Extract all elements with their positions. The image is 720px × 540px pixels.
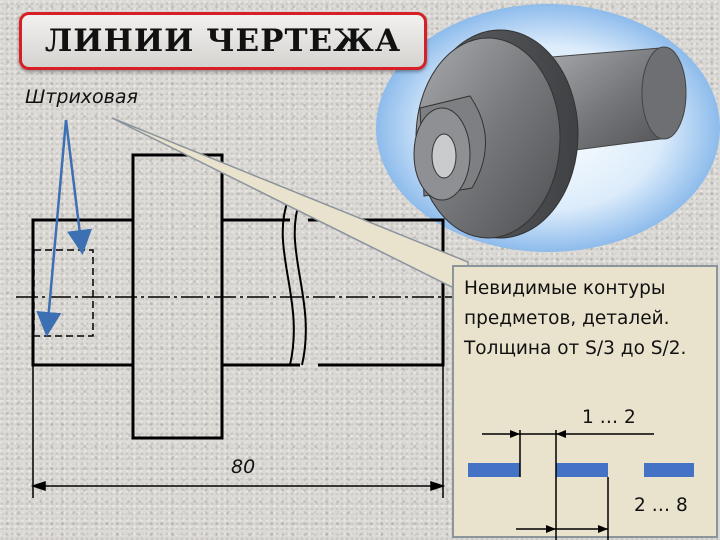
- dash-sample-diagram: [468, 430, 694, 540]
- pointer-arrow-2: [36, 119, 68, 337]
- right-shaft-outline: [222, 218, 445, 367]
- part-3d-render: [376, 4, 720, 252]
- info-description: Невидимые контуры предметов, деталей. То…: [464, 278, 687, 359]
- break-line-1: [281, 199, 295, 366]
- dash-length-label: 2 … 8: [634, 495, 688, 516]
- part-drawing: [31, 153, 445, 440]
- dash-sample-2: [556, 463, 608, 477]
- title-box: ЛИНИИ ЧЕРТЕЖА: [19, 12, 427, 70]
- page-title: ЛИНИИ ЧЕРТЕЖА: [44, 23, 402, 59]
- dash-sample-3: [644, 463, 694, 477]
- line-type-label: Штриховая: [25, 86, 138, 108]
- dash-sample-1: [468, 463, 520, 477]
- pointer-arrow-1: [64, 119, 92, 255]
- left-shaft-outline: [31, 218, 135, 367]
- dimension-80: [30, 365, 446, 498]
- dash-gap-label: 1 … 2: [582, 407, 636, 428]
- break-line-2: [293, 199, 307, 366]
- info-callout: Невидимые контуры предметов, деталей. То…: [452, 265, 718, 540]
- dimension-label: 80: [231, 456, 256, 478]
- hidden-contour: [33, 249, 94, 337]
